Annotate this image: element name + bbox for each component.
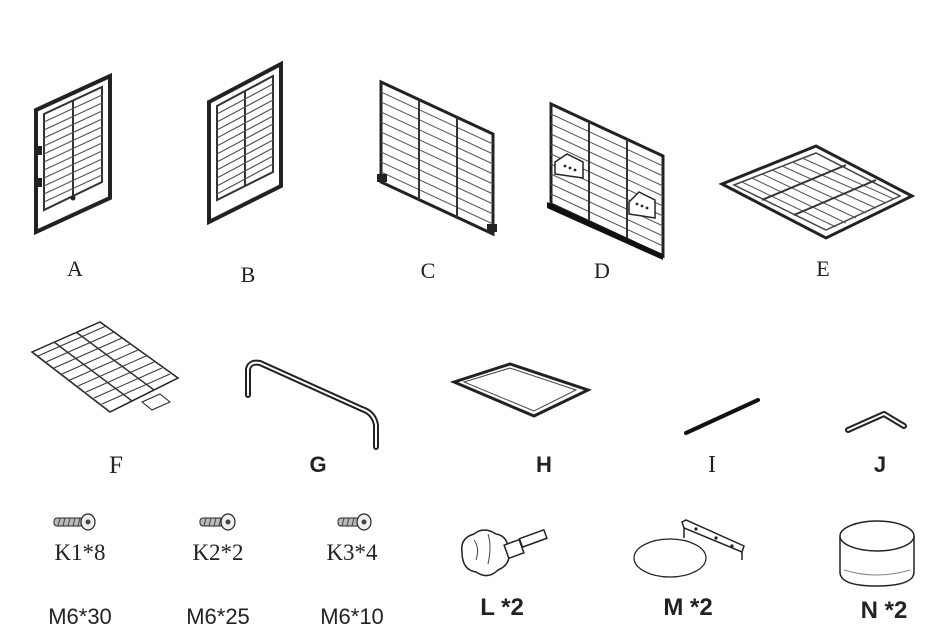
part-d-label: D (582, 258, 622, 284)
part-a-door-panel (30, 70, 115, 235)
part-b-side-panel (203, 60, 288, 225)
part-n-cup-icon (834, 512, 920, 592)
part-g-handle (238, 355, 393, 455)
part-k3-label: K3*4 (312, 540, 392, 566)
part-g-label: G (298, 452, 338, 478)
part-k2-screw-icon (198, 512, 238, 534)
part-h-label: H (524, 452, 564, 478)
part-i-label: I (692, 452, 732, 479)
part-k3-size: M6*10 (302, 604, 402, 630)
part-l-knob-icon (454, 518, 554, 584)
part-f-label: F (96, 452, 136, 480)
part-k1-screw-icon (52, 512, 98, 534)
part-k2-size: M6*25 (168, 604, 268, 630)
part-c-label: C (408, 258, 448, 284)
part-k1-label: K1*8 (40, 540, 120, 566)
part-j-hex-key (842, 404, 912, 436)
part-m-label: M *2 (638, 594, 738, 622)
part-f-floor-grid (28, 318, 183, 418)
part-c-back-panel (375, 78, 500, 238)
part-m-bracket-dish-icon (632, 516, 752, 582)
part-j-label: J (860, 452, 900, 478)
part-i-rod (680, 395, 765, 440)
part-n-label: N *2 (834, 597, 934, 625)
part-l-label: L *2 (457, 594, 547, 622)
part-k3-screw-icon (336, 512, 376, 534)
part-a-label: A (55, 256, 95, 282)
part-d-front-panel (545, 98, 670, 263)
part-e-top-panel (718, 140, 918, 245)
part-k1-size: M6*30 (30, 604, 130, 630)
part-h-tray (450, 360, 595, 422)
part-b-label: B (228, 262, 268, 288)
part-e-label: E (803, 256, 843, 282)
part-k2-label: K2*2 (178, 540, 258, 566)
